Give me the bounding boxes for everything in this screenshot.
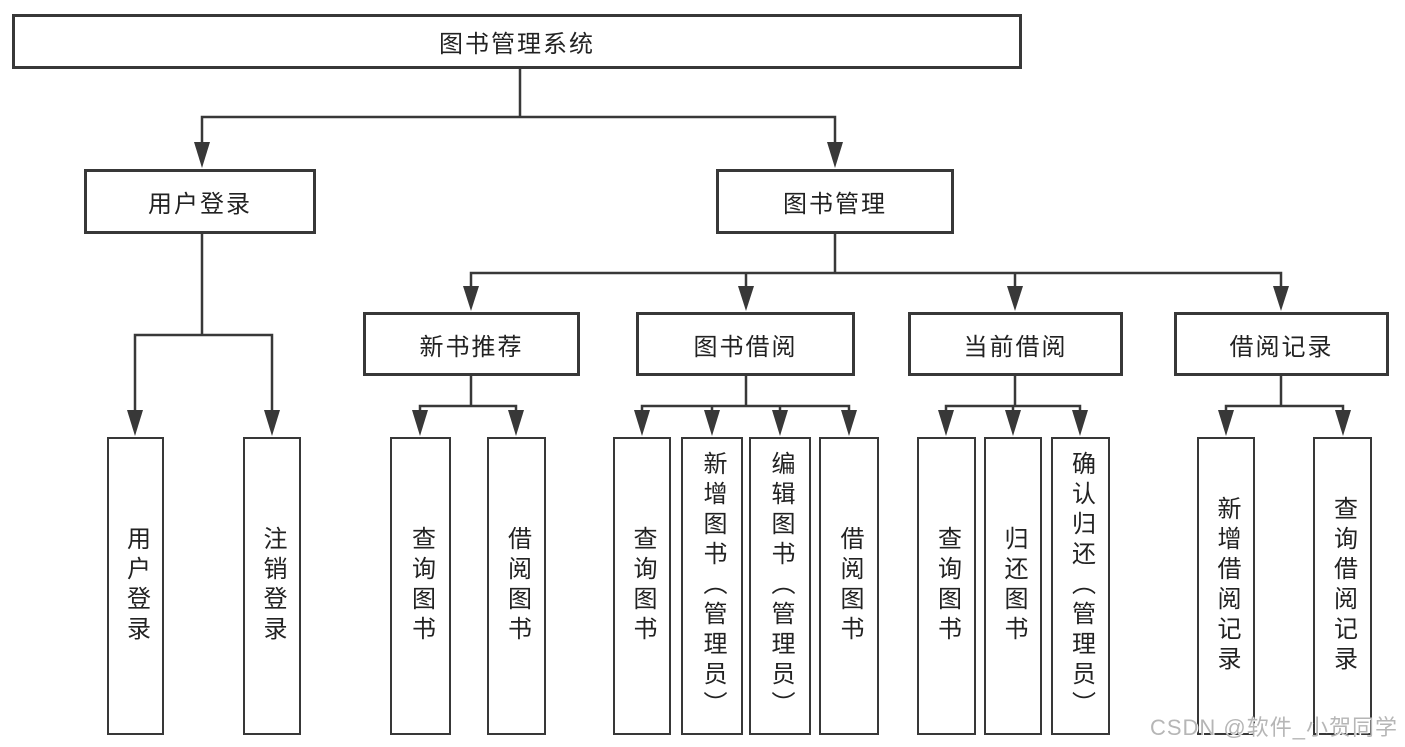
csdn-watermark: CSDN @软件_小贺同学 (1149, 715, 1398, 740)
leaf-newbook-query-books: 查询图书 (390, 437, 451, 735)
arrow-down-icon (827, 142, 843, 168)
arrow-down-icon (264, 410, 280, 436)
leaf-newbook-borrow-books: 借阅图书 (487, 437, 546, 735)
leaf-label: 查询图书 (629, 526, 656, 646)
arrow-down-icon (463, 286, 479, 311)
node-book-borrowing: 图书借阅 (636, 312, 855, 376)
arrow-down-icon (634, 410, 650, 436)
leaf-return-books: 归还图书 (984, 437, 1042, 735)
connector-bookmgmt-to-level3 (463, 234, 1289, 311)
leaf-label: 编辑图书（管理员） (767, 451, 794, 721)
arrow-down-icon (938, 410, 954, 436)
leaf-logout: 注销登录 (243, 437, 301, 735)
arrow-down-icon (1072, 410, 1088, 436)
connector-newbook-to-leaves (412, 376, 524, 436)
connector-root-to-level2 (194, 69, 843, 168)
arrow-down-icon (1273, 286, 1289, 311)
leaf-label: 查询图书 (933, 526, 961, 646)
arrow-down-icon (841, 410, 857, 436)
arrow-down-icon (1005, 410, 1021, 436)
leaf-label: 用户登录 (122, 526, 150, 646)
node-book-management: 图书管理 (716, 169, 954, 234)
leaf-borrow-books: 借阅图书 (819, 437, 879, 735)
leaf-label: 新增借阅记录 (1213, 496, 1240, 676)
connector-borrow-to-leaves (634, 376, 857, 436)
leaf-edit-books-admin: 编辑图书（管理员） (749, 437, 811, 735)
leaf-label: 查询图书 (407, 526, 435, 646)
node-label: 当前借阅 (963, 333, 1068, 361)
arrow-down-icon (772, 410, 788, 436)
arrow-down-icon (1335, 410, 1351, 436)
node-label: 新书推荐 (419, 333, 524, 361)
arrow-down-icon (738, 286, 754, 311)
arrow-down-icon (127, 410, 143, 436)
node-borrowing-records: 借阅记录 (1174, 312, 1389, 376)
leaf-borrowing-query-books: 查询图书 (613, 437, 671, 735)
arrow-down-icon (412, 410, 428, 436)
node-label: 借阅记录 (1229, 333, 1334, 361)
connector-current-to-leaves (938, 376, 1088, 436)
leaf-label: 借阅图书 (503, 526, 531, 646)
leaf-query-borrowing-record: 查询借阅记录 (1313, 437, 1372, 735)
arrow-down-icon (1007, 286, 1023, 311)
arrow-down-icon (1218, 410, 1234, 436)
connector-userlogin-to-leaves (127, 234, 280, 436)
leaf-current-query-books: 查询图书 (917, 437, 976, 735)
node-current-borrowing: 当前借阅 (908, 312, 1123, 376)
leaf-add-books-admin: 新增图书（管理员） (681, 437, 743, 735)
leaf-label: 新增图书（管理员） (699, 451, 726, 721)
node-label: 图书借阅 (693, 333, 798, 361)
node-new-book-recommendation: 新书推荐 (363, 312, 580, 376)
node-user-login: 用户登录 (84, 169, 316, 234)
arrow-down-icon (194, 142, 210, 168)
leaf-user-login: 用户登录 (107, 437, 164, 735)
connector-records-to-leaves (1218, 376, 1351, 436)
leaf-add-borrowing-record: 新增借阅记录 (1197, 437, 1255, 735)
arrow-down-icon (704, 410, 720, 436)
leaf-label: 注销登录 (259, 526, 286, 646)
leaf-label: 确认归还（管理员） (1067, 451, 1095, 721)
node-label: 图书管理 (783, 191, 887, 218)
leaf-label: 归还图书 (1000, 526, 1027, 646)
node-label: 用户登录 (148, 191, 252, 218)
arrow-down-icon (508, 410, 524, 436)
node-label: 图书管理系统 (439, 31, 595, 58)
leaf-label: 借阅图书 (836, 526, 863, 646)
node-library-management-system: 图书管理系统 (12, 14, 1022, 69)
leaf-label: 查询借阅记录 (1329, 496, 1357, 676)
leaf-confirm-return-admin: 确认归还（管理员） (1051, 437, 1110, 735)
